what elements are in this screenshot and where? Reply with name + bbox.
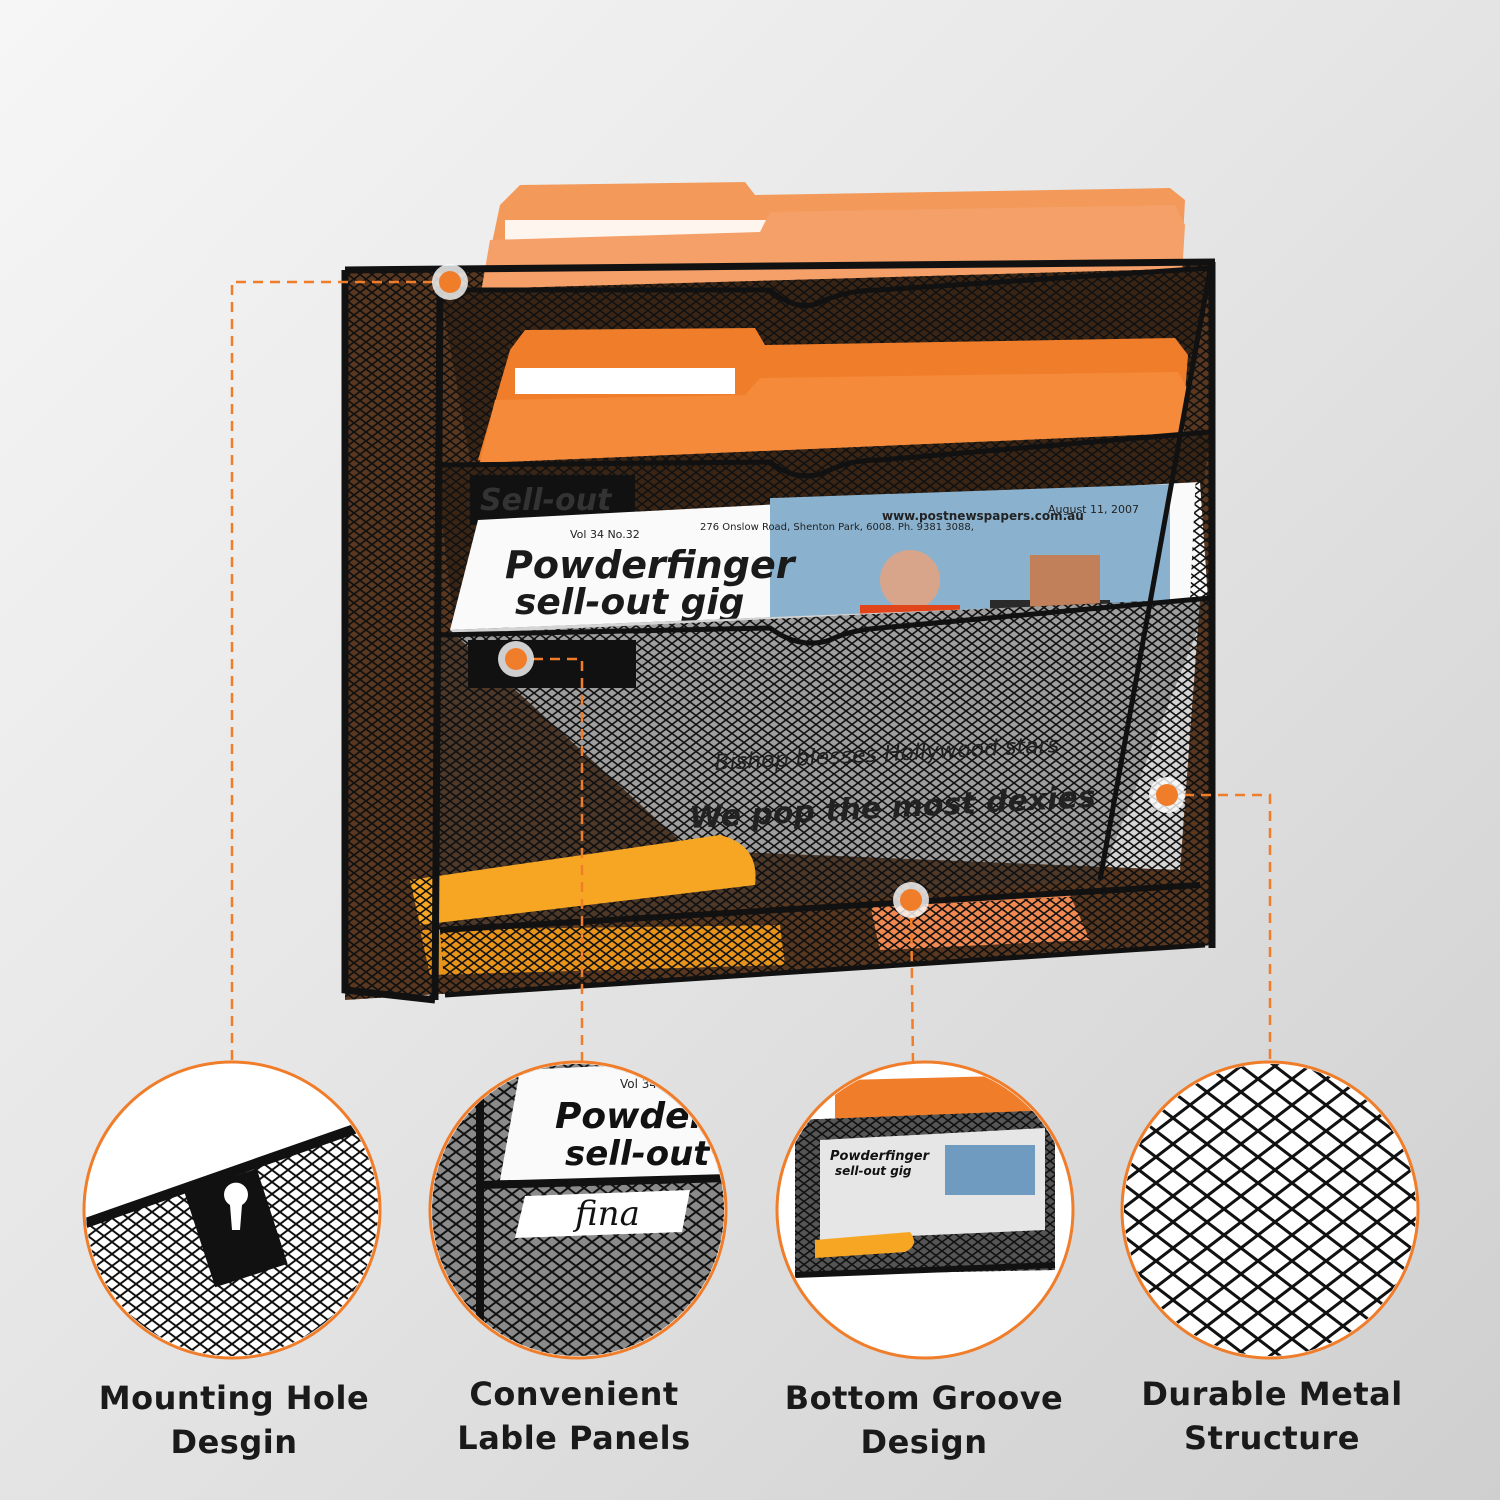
svg-text:sell-out gig: sell-out gig (835, 1164, 912, 1178)
callout-line-label-panel (516, 657, 584, 1062)
svg-text:Powder: Powder (555, 1096, 710, 1137)
newspaper-website: www.postnewspapers.com.au (882, 509, 1084, 523)
inset-mounting-hole (82, 1060, 382, 1360)
keyhole-icon (224, 1182, 249, 1230)
svg-text:Powderfinger: Powderfinger (830, 1149, 931, 1164)
callout-line-mounting-hole (230, 280, 450, 1062)
newspaper-volume: Vol 34 No.32 (570, 528, 640, 541)
inset-label-panel: Vol 34 No Powder sell-out fina (428, 1060, 728, 1360)
callout-lines (230, 280, 1272, 1063)
svg-text:sell-out: sell-out (565, 1134, 711, 1174)
callout-line-mesh (1167, 793, 1272, 1062)
newspaper-headline-2: sell-out gig (515, 582, 744, 623)
inset-bottom-groove: Powderfinger sell-out gig (775, 1060, 1075, 1360)
newspaper-address: 276 Onslow Road, Shenton Park, 6008. Ph.… (700, 522, 974, 533)
newspaper-date: August 11, 2007 (1048, 503, 1139, 516)
label-handwriting: fina (572, 1194, 640, 1234)
inset-metal-mesh (1120, 1060, 1420, 1360)
callout-dots (432, 264, 1185, 918)
label-panel-text: Sell-out (480, 483, 613, 518)
label-panel-bottom (468, 640, 636, 688)
wall-file-organizer: Sell-out Vol 34 No.32 276 Onslow Road, S… (341, 182, 1216, 1004)
newspaper-headline-1: Powderfinger (505, 543, 797, 587)
